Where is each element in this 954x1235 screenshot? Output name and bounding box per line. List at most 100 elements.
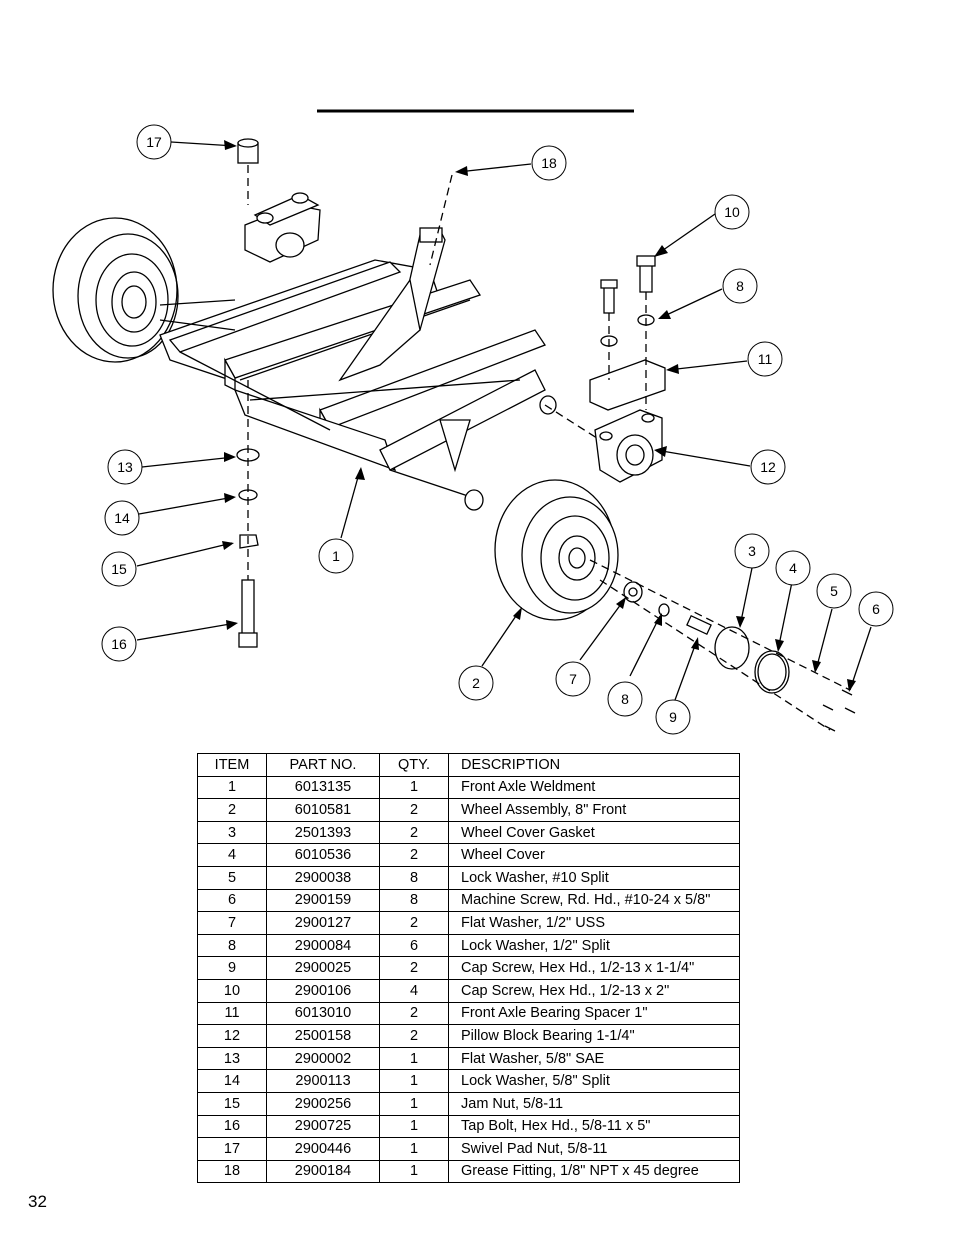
front-axle-weldment — [159, 227, 557, 511]
cell-qty: 2 — [379, 1024, 449, 1048]
cell-qty: 1 — [379, 775, 449, 800]
callout-7: 7 — [569, 671, 577, 687]
cell-part-no: 2501393 — [266, 820, 380, 845]
cell-item: 6 — [197, 888, 267, 913]
callout-2: 2 — [472, 675, 480, 691]
cell-part-no: 6013135 — [266, 775, 380, 800]
cell-description: Cap Screw, Hex Hd., 1/2-13 x 2" — [448, 978, 740, 1003]
cell-qty: 6 — [379, 933, 449, 958]
cell-qty: 8 — [379, 888, 449, 913]
cell-item: 12 — [197, 1024, 267, 1048]
cell-item: 10 — [197, 978, 267, 1003]
callout-18: 18 — [541, 155, 557, 171]
cell-part-no: 2900002 — [266, 1046, 380, 1071]
cell-part-no: 2900084 — [266, 933, 380, 958]
assembly-lines — [247, 165, 851, 731]
header-part-no: PART NO. — [266, 753, 380, 777]
cell-item: 7 — [197, 911, 267, 935]
callout-12: 12 — [760, 459, 776, 475]
exploded-parts-diagram: 1 2 3 4 5 6 7 8 9 10 11 12 13 14 15 16 1… — [52, 109, 894, 735]
cell-item: 16 — [197, 1114, 267, 1139]
cell-part-no: 2900256 — [266, 1091, 380, 1116]
cell-qty: 8 — [379, 865, 449, 890]
cell-description: Front Axle Bearing Spacer 1" — [448, 1001, 740, 1026]
callout-14: 14 — [114, 510, 130, 526]
callout-13: 13 — [117, 459, 133, 475]
cell-part-no: 6013010 — [266, 1001, 380, 1026]
callout-9: 9 — [669, 709, 677, 725]
cell-description: Machine Screw, Rd. Hd., #10-24 x 5/8" — [448, 888, 740, 913]
cell-item: 11 — [197, 1001, 267, 1026]
cell-part-no: 2900725 — [266, 1114, 380, 1139]
cell-qty: 1 — [379, 1091, 449, 1116]
cell-description: Pillow Block Bearing 1-1/4" — [448, 1024, 740, 1048]
page-number: 32 — [28, 1192, 47, 1211]
cell-item: 8 — [197, 933, 267, 958]
cell-part-no: 2900184 — [266, 1159, 380, 1184]
right-wheel — [494, 479, 619, 621]
header-qty: QTY. — [379, 753, 449, 777]
cell-description: Lock Washer, #10 Split — [448, 865, 740, 890]
top-right-bolts — [600, 255, 656, 347]
cell-description: Jam Nut, 5/8-11 — [448, 1091, 740, 1116]
callout-8-second: 8 — [621, 691, 629, 707]
callout-3: 3 — [748, 543, 756, 559]
cell-item: 2 — [197, 798, 267, 822]
left-wheel — [52, 217, 179, 363]
callout-17: 17 — [146, 134, 162, 150]
cell-description: Cap Screw, Hex Hd., 1/2-13 x 1-1/4" — [448, 956, 740, 980]
callout-15: 15 — [111, 561, 127, 577]
cell-part-no: 2900446 — [266, 1137, 380, 1161]
cell-part-no: 6010536 — [266, 843, 380, 867]
cell-part-no: 2900025 — [266, 956, 380, 980]
callout-8: 8 — [736, 278, 744, 294]
cell-description: Swivel Pad Nut, 5/8-11 — [448, 1137, 740, 1161]
cell-item: 5 — [197, 865, 267, 890]
header-description: DESCRIPTION — [448, 753, 740, 777]
cell-qty: 1 — [379, 1137, 449, 1161]
cell-qty: 2 — [379, 798, 449, 822]
hub-parts — [623, 581, 790, 694]
callout-labels: 1 2 3 4 5 6 7 8 9 10 11 12 13 14 15 16 1… — [111, 134, 880, 725]
cell-description: Tap Bolt, Hex Hd., 5/8-11 x 5" — [448, 1114, 740, 1139]
cell-part-no: 2900159 — [266, 888, 380, 913]
callout-4: 4 — [789, 560, 797, 576]
cell-qty: 1 — [379, 1114, 449, 1139]
cell-description: Lock Washer, 5/8" Split — [448, 1069, 740, 1093]
cell-description: Flat Washer, 1/2" USS — [448, 911, 740, 935]
left-pillow-block — [244, 192, 321, 263]
cell-qty: 1 — [379, 1159, 449, 1184]
vertical-bolt-stack — [236, 138, 260, 648]
table-header-row: ITEM PART NO. QTY. DESCRIPTION — [197, 753, 740, 777]
cell-item: 18 — [197, 1159, 267, 1184]
cell-description: Lock Washer, 1/2" Split — [448, 933, 740, 958]
cell-description: Grease Fitting, 1/8" NPT x 45 degree — [448, 1159, 740, 1184]
cell-part-no: 2900038 — [266, 865, 380, 890]
cell-description: Wheel Cover — [448, 843, 740, 867]
arrowheads — [222, 140, 856, 692]
cell-qty: 2 — [379, 956, 449, 980]
cell-item: 3 — [197, 820, 267, 845]
cover-screws — [822, 689, 856, 732]
cell-qty: 1 — [379, 1069, 449, 1093]
cell-description: Flat Washer, 5/8" SAE — [448, 1046, 740, 1071]
cell-item: 1 — [197, 775, 267, 800]
cell-qty: 2 — [379, 820, 449, 845]
callout-11: 11 — [758, 351, 773, 367]
leader-lines — [136, 141, 872, 701]
